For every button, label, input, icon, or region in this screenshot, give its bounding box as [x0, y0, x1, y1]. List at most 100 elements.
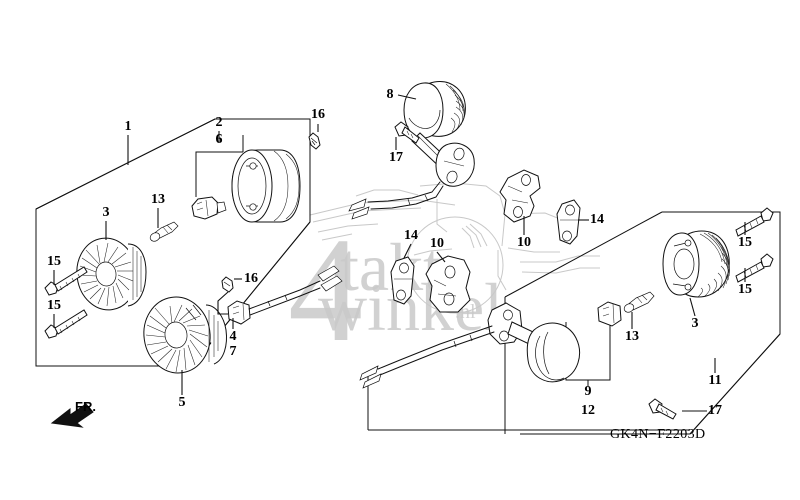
- part-12-wire-lower: [379, 331, 495, 376]
- part-10-hole-r1: [521, 174, 531, 186]
- part-3-ribbing: [78, 242, 142, 307]
- part-9-bolt-hole-2: [499, 330, 509, 342]
- part-13-base-lr: [623, 303, 635, 313]
- part-3-right-ribbing: [697, 232, 730, 298]
- part-8-bracket-plate: [435, 142, 475, 187]
- group-box-2-6: [195, 135, 244, 197]
- ghost-wisp-2: [465, 225, 482, 248]
- part-5-signal-assembly-lower-left: [143, 296, 227, 374]
- part-2-shade-2: [273, 150, 289, 222]
- callout-8: 8: [387, 87, 394, 102]
- part-15-screws-left: [44, 266, 88, 339]
- group-11-diagonal-top: [504, 211, 663, 298]
- connector-body-br: [597, 301, 622, 327]
- part-12-terminal-b: [362, 373, 382, 389]
- part-13-bulb-lower-right: [623, 291, 655, 313]
- ghost-wisp-3: [469, 223, 488, 247]
- part-17-screw-lower: [648, 398, 677, 420]
- part-8-terminal-b: [351, 206, 370, 220]
- part-10-hole-c2: [443, 292, 455, 306]
- part-10-detail-right: [507, 185, 529, 204]
- ghost-cable-b: [321, 233, 353, 241]
- part-15-threads-1: [59, 273, 81, 291]
- callout-12: 12: [581, 403, 595, 418]
- part-8-wire-upper: [367, 181, 441, 203]
- part-7-wire-ticks: [267, 294, 288, 307]
- callout-13-lower: 13: [625, 329, 639, 344]
- callout-7: 7: [230, 344, 237, 359]
- part-6-bulb-socket: [191, 196, 227, 220]
- part-15-screw-left-1: [44, 266, 88, 296]
- part-15-screw-right-1: [735, 207, 774, 237]
- group-1-diagonal-top: [35, 118, 216, 210]
- part-9-lamp-body: [526, 322, 580, 383]
- part-3-right-boss-top: [684, 239, 692, 247]
- part-14-hole-c2: [396, 289, 406, 301]
- part-15-screws-right: [735, 207, 774, 283]
- part-6-tab: [216, 201, 227, 214]
- part-15-threads-2: [59, 316, 81, 334]
- part-13-bulb-upper-left: [149, 221, 179, 242]
- part-8-terminal-a: [348, 198, 367, 212]
- part-3-socket-hole: [95, 261, 117, 287]
- group-box-11: [367, 211, 781, 435]
- callout-13-upper: 13: [151, 192, 165, 207]
- part-8-ribbing: [445, 83, 465, 133]
- part-14-hole-c1: [399, 262, 409, 274]
- ghost-bracket-arm: [520, 255, 600, 263]
- part-9-lamp-shade-2: [543, 331, 550, 375]
- part-14-link-center: [390, 256, 415, 305]
- part-8-bolt-hole-upper: [453, 147, 465, 161]
- callout-15-left-1: 15: [47, 254, 61, 269]
- callout-10-center: 10: [430, 236, 444, 251]
- callout-2: 2: [216, 115, 223, 130]
- part-10-body-center: [425, 255, 471, 313]
- part-2-screw-boss-bottom: [249, 203, 257, 211]
- lead-8: [397, 94, 417, 100]
- part-8-wire-tick: [407, 194, 429, 206]
- part-3-right-hole: [673, 248, 695, 280]
- callout-14-center: 14: [404, 228, 418, 243]
- lead-16-center-hook: [217, 291, 229, 315]
- part-5-body-cone: [205, 304, 227, 365]
- part-5-ribbing: [145, 304, 219, 373]
- part-15-screw-right-2: [735, 253, 774, 283]
- callout-16-upper: 16: [311, 107, 325, 122]
- part-10-hole-r2: [513, 206, 523, 218]
- part-15-shank-1: [54, 266, 88, 292]
- part-8-bolt-hole-lower: [446, 170, 458, 184]
- callout-16-center: 16: [244, 271, 258, 286]
- part-2-screw-boss-top: [249, 162, 257, 170]
- part-3-right-boss-bottom: [684, 283, 692, 291]
- ghost-wire: [413, 248, 453, 256]
- part-16-screw-upper: [308, 132, 321, 150]
- part-13-filament: [162, 224, 173, 234]
- callout-1: 1: [125, 119, 132, 134]
- ghost-fairing-lower: [507, 247, 560, 253]
- watermark-word-top: takt: [340, 229, 442, 305]
- part-16-thread-upper: [310, 137, 318, 146]
- part-connector-bottom-right: [597, 301, 622, 327]
- part-10-hole-c1: [444, 265, 456, 279]
- ghost-wisp-1: [461, 227, 475, 249]
- lead-14-center: [403, 243, 412, 259]
- ghost-stem: [497, 250, 507, 291]
- callout-17-lower: 17: [708, 403, 722, 418]
- callout-10-right: 10: [517, 235, 531, 250]
- part-17-threads-upper: [406, 130, 414, 139]
- fr-direction-marker: FR.: [50, 399, 96, 428]
- part-9-bolt-hole-1: [503, 309, 513, 321]
- callout-3-left: 3: [103, 205, 110, 220]
- part-9-lamp-shade: [535, 335, 565, 381]
- fr-label: FR.: [75, 399, 96, 414]
- part-5-socket-hole: [164, 321, 188, 349]
- part-8-plate-line: [443, 160, 465, 167]
- callout-15-right-1: 15: [738, 235, 752, 250]
- part-17-screw-upper: [394, 121, 420, 144]
- ghost-stem-2: [436, 199, 448, 233]
- part-17-threads-lower: [660, 407, 669, 416]
